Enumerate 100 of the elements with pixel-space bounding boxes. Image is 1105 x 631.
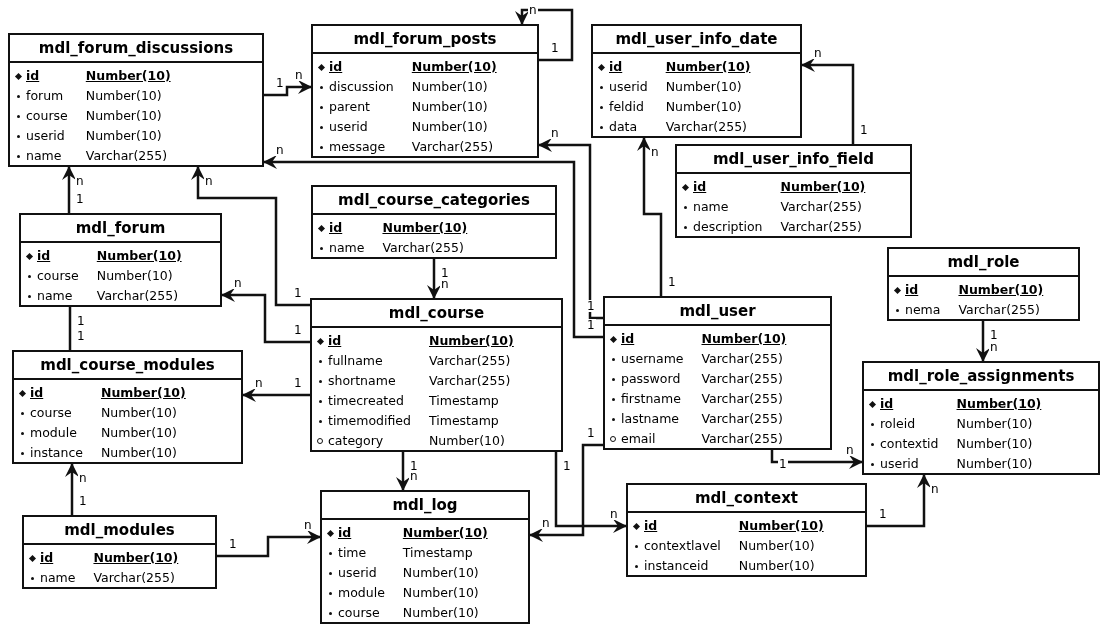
field-name: course (30, 404, 73, 422)
field-type: Number(10) (401, 604, 480, 622)
cardinality-label: n (989, 341, 999, 353)
field-name: nema (905, 301, 941, 319)
relationship-arrow (976, 321, 990, 362)
relationship-arrow (867, 474, 931, 528)
table-box (603, 296, 832, 450)
field-type: Number(10) (428, 432, 506, 450)
field-type: Number(10) (664, 78, 743, 96)
field-type: Number(10) (737, 537, 816, 555)
field-type: Number(10) (92, 549, 180, 567)
relationship-arrow (65, 463, 79, 515)
cardinality-label: 1 (586, 300, 596, 312)
field-type: Number(10) (401, 524, 489, 542)
relationship-arrow (427, 259, 441, 299)
cardinality-label: n (609, 508, 619, 520)
field-type: Number(10) (955, 435, 1034, 453)
field-type: Number(10) (737, 557, 816, 575)
table-name: mdl_role (889, 249, 1078, 277)
cardinality-label: n (254, 377, 264, 389)
relationship-arrow (538, 138, 603, 320)
field-name: id (905, 281, 920, 299)
field-type: Varchar(255) (700, 390, 784, 408)
table-name: mdl_context (628, 485, 865, 513)
field-name: time (338, 544, 368, 562)
cardinality-label: 1 (859, 124, 869, 136)
field-name: name (40, 569, 76, 587)
table-box (675, 144, 912, 238)
cardinality-label: 1 (76, 330, 86, 342)
field-name: id (329, 219, 344, 237)
field-type: Number(10) (401, 564, 480, 582)
field-type: Number(10) (84, 67, 172, 85)
field-name: id (329, 58, 344, 76)
field-name: course (26, 107, 68, 125)
field-type: Number(10) (401, 584, 480, 602)
field-name: firstname (621, 390, 682, 408)
field-name: password (621, 370, 682, 388)
table-name: mdl_forum_posts (313, 26, 537, 54)
field-name: instanceid (644, 557, 710, 575)
cardinality-label: 1 (75, 193, 85, 205)
field-name: module (30, 424, 78, 442)
field-type: Number(10) (664, 58, 752, 76)
field-name: shortname (328, 372, 397, 390)
field-name: id (30, 384, 45, 402)
table-name: mdl_role_assignments (864, 363, 1098, 391)
cardinality-label: n (813, 47, 823, 59)
field-name: feldid (609, 98, 645, 116)
table-name: mdl_course (312, 300, 561, 328)
relationship-arrow (221, 288, 310, 344)
field-name: roleid (880, 415, 917, 433)
cardinality-label: n (303, 519, 313, 531)
cardinality-label: 1 (76, 315, 86, 327)
field-type: Varchar(255) (779, 218, 863, 236)
cardinality-label: n (541, 517, 551, 529)
field-type: Timestamp (401, 544, 474, 562)
field-type: Varchar(255) (700, 430, 784, 448)
field-type: Number(10) (410, 118, 489, 136)
cardinality-label: 1 (293, 324, 303, 336)
field-type: Number(10) (84, 87, 163, 105)
field-type: Varchar(255) (381, 239, 465, 257)
field-type: Number(10) (84, 127, 163, 145)
field-name: id (37, 247, 52, 265)
field-name: lastname (621, 410, 680, 428)
field-name: id (328, 332, 343, 350)
field-name: data (609, 118, 639, 136)
relationship-arrow (770, 450, 863, 469)
field-name: timemodified (328, 412, 411, 430)
field-name: id (621, 330, 636, 348)
field-name: module (338, 584, 385, 602)
cardinality-label: n (930, 483, 940, 495)
field-name: contextid (880, 435, 939, 453)
cardinality-label: n (78, 472, 88, 484)
field-type: Varchar(255) (95, 287, 180, 305)
cardinality-label: n (204, 175, 214, 187)
relationship-arrow (396, 452, 410, 491)
field-type: Varchar(255) (700, 370, 784, 388)
cardinality-label: n (528, 4, 538, 16)
relationship-arrow (801, 58, 855, 144)
field-name: id (609, 58, 624, 76)
table-name: mdl_log (322, 492, 528, 520)
field-name: fullname (328, 352, 384, 370)
field-name: timecreated (328, 392, 405, 410)
field-type: Number(10) (84, 107, 163, 125)
field-name: userid (609, 78, 648, 96)
table-name: mdl_user (605, 298, 830, 326)
table-name: mdl_forum_discussions (10, 35, 262, 63)
cardinality-label: 1 (293, 287, 303, 299)
table-box (311, 185, 557, 259)
field-type: Varchar(255) (700, 410, 784, 428)
relationship-arrow (263, 155, 603, 339)
cardinality-label: 1 (550, 42, 560, 54)
field-type: Timestamp (428, 412, 500, 430)
field-name: userid (329, 118, 369, 136)
relationship-line (68, 307, 72, 350)
field-type: Varchar(255) (779, 198, 863, 216)
relationship-arrow (554, 452, 627, 533)
table-box (310, 298, 563, 452)
cardinality-label: 1 (275, 77, 285, 89)
field-type: Varchar(255) (700, 350, 784, 368)
relationship-arrow (242, 388, 310, 402)
